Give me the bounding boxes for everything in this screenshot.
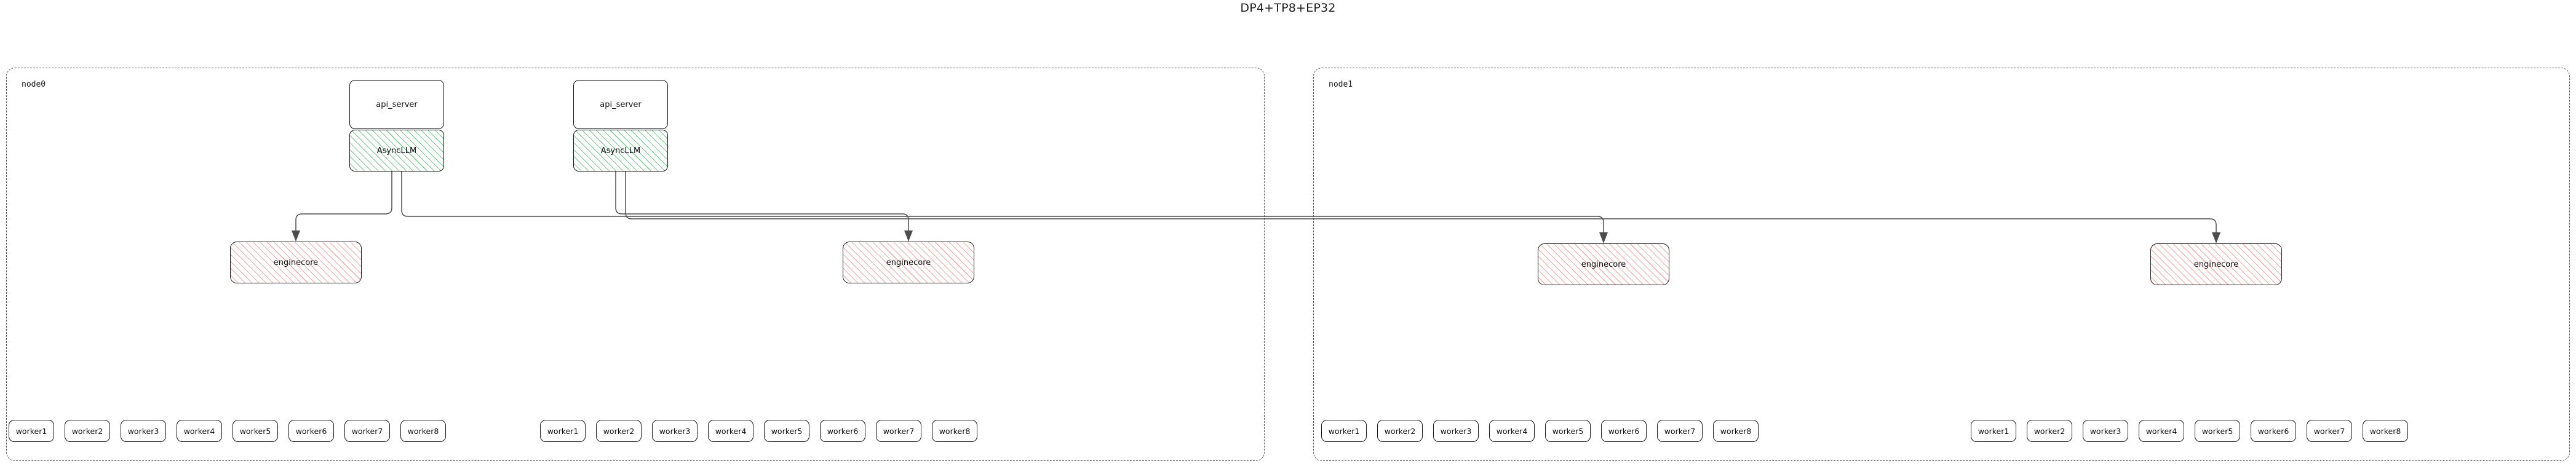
worker-label: worker3 <box>2089 426 2121 436</box>
enginecore-box[interactable]: enginecore <box>2150 243 2282 285</box>
worker-box[interactable]: worker2 <box>2027 420 2072 442</box>
asyncllm-label: AsyncLLM <box>376 146 417 156</box>
api-server-box[interactable]: api_server <box>349 80 444 129</box>
worker-box[interactable]: worker2 <box>65 420 110 442</box>
worker-label: worker4 <box>2145 426 2177 436</box>
worker-label: worker8 <box>407 426 439 436</box>
worker-box[interactable]: worker3 <box>652 420 698 442</box>
worker-box[interactable]: worker3 <box>1433 420 1479 442</box>
enginecore-label: enginecore <box>886 258 931 267</box>
worker-label: worker8 <box>1720 426 1752 436</box>
worker-box[interactable]: worker5 <box>1545 420 1591 442</box>
worker-box[interactable]: worker5 <box>764 420 809 442</box>
asyncllm-box[interactable]: AsyncLLM <box>349 130 444 171</box>
worker-label: worker1 <box>1328 426 1360 436</box>
worker-label: worker2 <box>2033 426 2065 436</box>
asyncllm-box[interactable]: AsyncLLM <box>573 130 668 171</box>
worker-label: worker7 <box>883 426 915 436</box>
worker-box[interactable]: worker2 <box>1377 420 1423 442</box>
worker-box[interactable]: worker4 <box>177 420 222 442</box>
api-server-box[interactable]: api_server <box>573 80 668 129</box>
cluster-node0 <box>6 68 1265 461</box>
worker-label: worker1 <box>15 426 47 436</box>
worker-label: worker6 <box>827 426 859 436</box>
worker-label: worker6 <box>2257 426 2289 436</box>
worker-box[interactable]: worker1 <box>1321 420 1367 442</box>
worker-label: worker4 <box>183 426 215 436</box>
worker-label: worker2 <box>603 426 635 436</box>
worker-box[interactable]: worker4 <box>2139 420 2184 442</box>
worker-box[interactable]: worker6 <box>2251 420 2296 442</box>
enginecore-label: enginecore <box>2193 259 2239 269</box>
enginecore-label: enginecore <box>273 258 319 267</box>
worker-label: worker1 <box>1978 426 2010 436</box>
worker-label: worker5 <box>771 426 803 436</box>
worker-label: worker6 <box>1608 426 1640 436</box>
cluster-node1 <box>1313 68 2570 461</box>
worker-label: worker4 <box>1496 426 1528 436</box>
worker-box[interactable]: worker3 <box>121 420 166 442</box>
diagram-title: DP4+TP8+EP32 <box>1240 1 1336 15</box>
worker-label: worker2 <box>71 426 103 436</box>
cluster-label-node0: node0 <box>22 80 46 89</box>
worker-label: worker7 <box>1664 426 1696 436</box>
enginecore-box[interactable]: enginecore <box>1538 243 1669 285</box>
api-server-label: api_server <box>376 100 418 109</box>
worker-box[interactable]: worker7 <box>344 420 390 442</box>
worker-box[interactable]: worker8 <box>400 420 446 442</box>
worker-box[interactable]: worker6 <box>1601 420 1647 442</box>
enginecore-box[interactable]: enginecore <box>230 242 362 283</box>
api-server-label: api_server <box>600 100 642 109</box>
worker-label: worker6 <box>295 426 327 436</box>
asyncllm-label: AsyncLLM <box>600 146 641 156</box>
enginecore-box[interactable]: enginecore <box>843 242 974 283</box>
worker-box[interactable]: worker7 <box>876 420 921 442</box>
worker-box[interactable]: worker8 <box>2363 420 2408 442</box>
worker-box[interactable]: worker2 <box>596 420 642 442</box>
worker-box[interactable]: worker5 <box>233 420 278 442</box>
worker-label: worker8 <box>2369 426 2401 436</box>
worker-label: worker5 <box>2201 426 2233 436</box>
worker-label: worker1 <box>547 426 579 436</box>
worker-box[interactable]: worker1 <box>9 420 54 442</box>
worker-box[interactable]: worker3 <box>2083 420 2128 442</box>
worker-label: worker3 <box>659 426 691 436</box>
worker-label: worker3 <box>127 426 159 436</box>
cluster-label-node1: node1 <box>1329 80 1353 89</box>
worker-label: worker4 <box>715 426 747 436</box>
worker-box[interactable]: worker8 <box>932 420 977 442</box>
worker-box[interactable]: worker1 <box>540 420 586 442</box>
enginecore-label: enginecore <box>1581 259 1626 269</box>
worker-box[interactable]: worker4 <box>708 420 753 442</box>
worker-label: worker2 <box>1384 426 1416 436</box>
worker-box[interactable]: worker6 <box>820 420 865 442</box>
worker-label: worker5 <box>1552 426 1584 436</box>
worker-box[interactable]: worker8 <box>1713 420 1759 442</box>
worker-label: worker7 <box>351 426 383 436</box>
worker-label: worker7 <box>2313 426 2345 436</box>
worker-box[interactable]: worker5 <box>2195 420 2240 442</box>
worker-label: worker5 <box>239 426 271 436</box>
worker-box[interactable]: worker1 <box>1971 420 2016 442</box>
worker-label: worker3 <box>1440 426 1472 436</box>
worker-label: worker8 <box>939 426 971 436</box>
worker-box[interactable]: worker4 <box>1489 420 1535 442</box>
worker-box[interactable]: worker6 <box>288 420 334 442</box>
worker-box[interactable]: worker7 <box>1657 420 1703 442</box>
worker-box[interactable]: worker7 <box>2307 420 2352 442</box>
